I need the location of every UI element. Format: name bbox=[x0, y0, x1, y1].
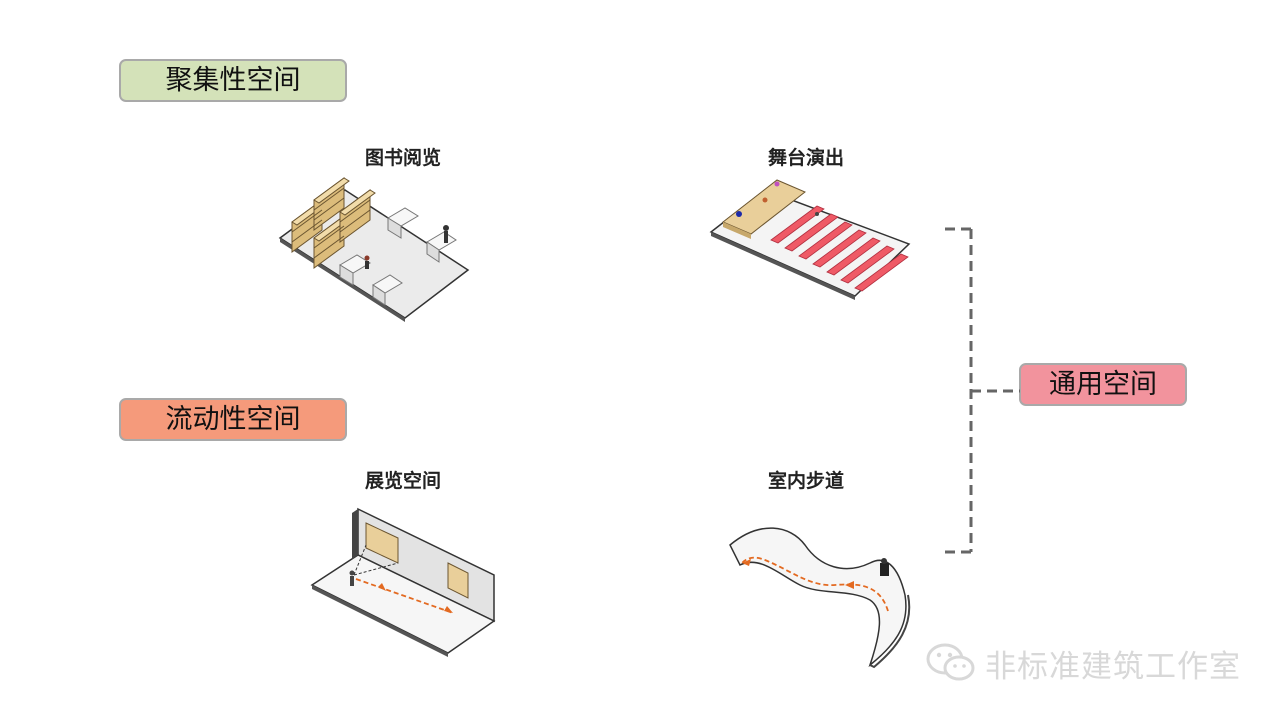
wechat-icon bbox=[926, 643, 975, 681]
general-space-label: 通用空间 bbox=[1019, 363, 1187, 406]
flowing-space-label: 流动性空间 bbox=[119, 398, 347, 441]
watermark-text: 非标准建筑工作室 bbox=[985, 648, 1241, 685]
grouping-bracket bbox=[945, 227, 1020, 554]
library-reading-illustration bbox=[278, 177, 470, 322]
caption-exhibition: 展览空间 bbox=[364, 470, 441, 492]
indoor-walkway-illustration bbox=[729, 527, 911, 669]
exhibition-space-illustration bbox=[310, 507, 496, 657]
reading-tables bbox=[339, 207, 457, 306]
bookshelf-group bbox=[291, 177, 376, 269]
stage-performance-illustration bbox=[709, 179, 911, 300]
caption-stage: 舞台演出 bbox=[767, 147, 844, 169]
caption-walkway: 室内步道 bbox=[767, 470, 844, 492]
watermark: 非标准建筑工作室 bbox=[925, 640, 1241, 686]
gathering-space-label: 聚集性空间 bbox=[119, 59, 347, 102]
caption-library: 图书阅览 bbox=[364, 147, 441, 169]
person-figures bbox=[364, 225, 449, 269]
performer-figures bbox=[736, 181, 819, 217]
audience-seat-rows bbox=[770, 205, 909, 292]
